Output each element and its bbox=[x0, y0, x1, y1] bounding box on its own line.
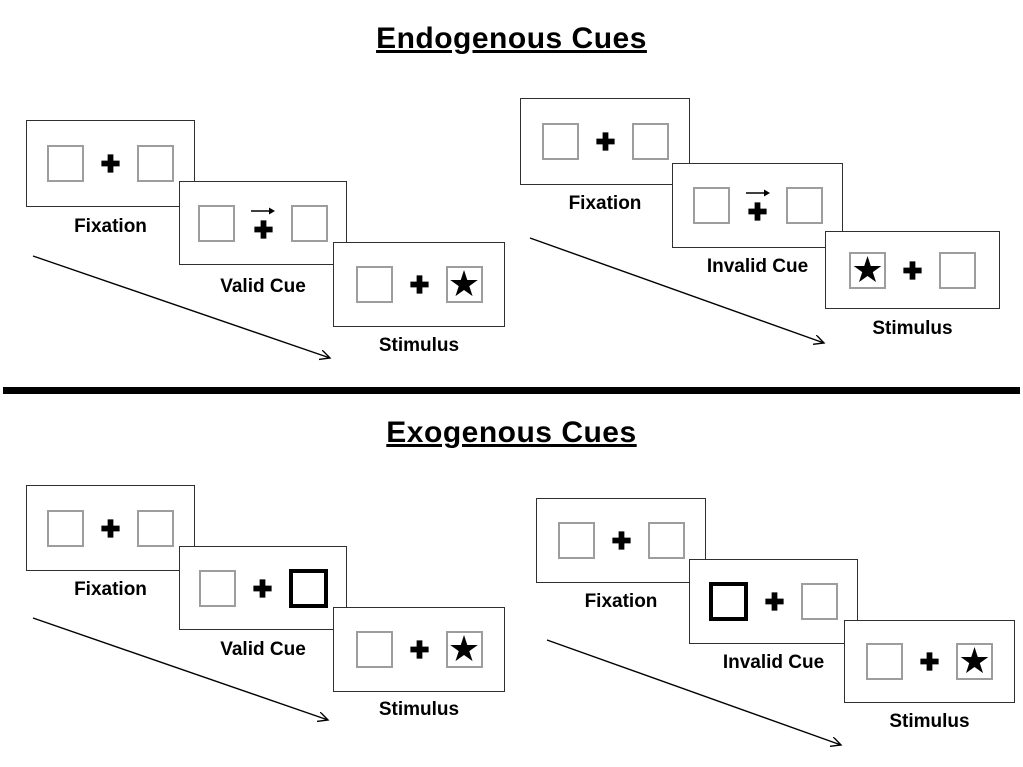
panel-label: Fixation bbox=[74, 579, 147, 600]
placeholder-box bbox=[557, 522, 595, 559]
panel-exogenous-valid-stimulus: ★ bbox=[333, 607, 505, 692]
timeline-arrow-endogenous-invalid bbox=[529, 237, 824, 343]
fixation-cross-icon bbox=[251, 577, 274, 600]
fixation-cross-icon bbox=[99, 517, 122, 540]
panel-label: Invalid Cue bbox=[722, 652, 825, 673]
fixation-cross-icon bbox=[594, 130, 617, 153]
star-icon: ★ bbox=[447, 628, 481, 669]
placeholder-box bbox=[198, 204, 235, 242]
panel-label: Fixation bbox=[568, 193, 642, 214]
placeholder-box bbox=[939, 251, 976, 289]
placeholder-box bbox=[47, 509, 84, 547]
star-icon: ★ bbox=[447, 263, 481, 304]
timeline-arrow-exogenous-invalid bbox=[546, 639, 841, 745]
highlighted-cue-box bbox=[709, 582, 748, 621]
panel-endogenous-valid-stimulus: ★ bbox=[333, 242, 505, 327]
cue-arrow-right-icon bbox=[251, 207, 275, 214]
placeholder-box bbox=[137, 145, 174, 182]
placeholder-box bbox=[198, 569, 236, 607]
panel-endogenous-invalid-fixation bbox=[520, 98, 690, 185]
panel-label: Fixation bbox=[584, 591, 658, 612]
panel-endogenous-invalid-cue bbox=[672, 163, 843, 248]
target-box: ★ bbox=[445, 628, 483, 669]
target-box: ★ bbox=[849, 248, 886, 290]
placeholder-box bbox=[355, 631, 393, 668]
panel-exogenous-invalid-fixation bbox=[536, 498, 706, 583]
placeholder-box bbox=[541, 123, 579, 160]
panel-label: Valid Cue bbox=[220, 639, 306, 660]
timeline-arrow-endogenous-valid bbox=[32, 255, 330, 358]
fixation-cross-icon bbox=[408, 273, 431, 296]
placeholder-box bbox=[801, 583, 838, 620]
panel-label: Stimulus bbox=[889, 711, 970, 732]
panel-label: Fixation bbox=[74, 216, 147, 237]
panel-label: Invalid Cue bbox=[706, 256, 809, 277]
placeholder-box bbox=[631, 123, 669, 160]
target-box: ★ bbox=[956, 640, 993, 681]
fixation-cross-icon bbox=[99, 152, 122, 175]
target-box: ★ bbox=[445, 263, 483, 304]
star-icon: ★ bbox=[958, 640, 991, 681]
panel-endogenous-valid-fixation bbox=[26, 120, 195, 207]
fixation-cross-icon bbox=[748, 202, 767, 221]
panel-endogenous-invalid-stimulus: ★ bbox=[825, 231, 1000, 309]
placeholder-box bbox=[291, 204, 328, 242]
panel-exogenous-valid-cue bbox=[179, 546, 347, 630]
placeholder-box bbox=[647, 522, 685, 559]
timeline-arrow-exogenous-valid bbox=[32, 617, 328, 720]
highlighted-cue-box bbox=[288, 568, 328, 608]
placeholder-box bbox=[137, 509, 174, 547]
placeholder-box bbox=[355, 266, 393, 303]
panel-exogenous-invalid-stimulus: ★ bbox=[844, 620, 1015, 703]
panel-label: Valid Cue bbox=[220, 276, 306, 297]
placeholder-box bbox=[47, 145, 84, 182]
fixation-cross-icon bbox=[253, 219, 273, 239]
panel-label: Stimulus bbox=[378, 699, 460, 720]
placeholder-box bbox=[785, 187, 823, 224]
section-title-endogenous: Endogenous Cues bbox=[376, 22, 647, 55]
panel-exogenous-invalid-cue bbox=[689, 559, 858, 644]
panel-endogenous-valid-cue bbox=[179, 181, 347, 265]
star-icon: ★ bbox=[851, 248, 884, 290]
section-title-exogenous: Exogenous Cues bbox=[386, 416, 637, 449]
fixation-cross-icon bbox=[408, 638, 431, 661]
section-divider bbox=[3, 387, 1020, 394]
panel-label: Stimulus bbox=[378, 335, 460, 356]
cue-arrow-right-icon bbox=[745, 189, 770, 197]
panel-exogenous-valid-fixation bbox=[26, 485, 195, 571]
panel-label: Stimulus bbox=[872, 318, 953, 339]
placeholder-box bbox=[692, 187, 730, 224]
fixation-cross-icon bbox=[901, 259, 924, 282]
fixation-cross-icon bbox=[763, 590, 786, 613]
fixation-cross-icon bbox=[918, 650, 941, 673]
fixation-cross-icon bbox=[610, 529, 633, 552]
placeholder-box bbox=[866, 643, 903, 680]
